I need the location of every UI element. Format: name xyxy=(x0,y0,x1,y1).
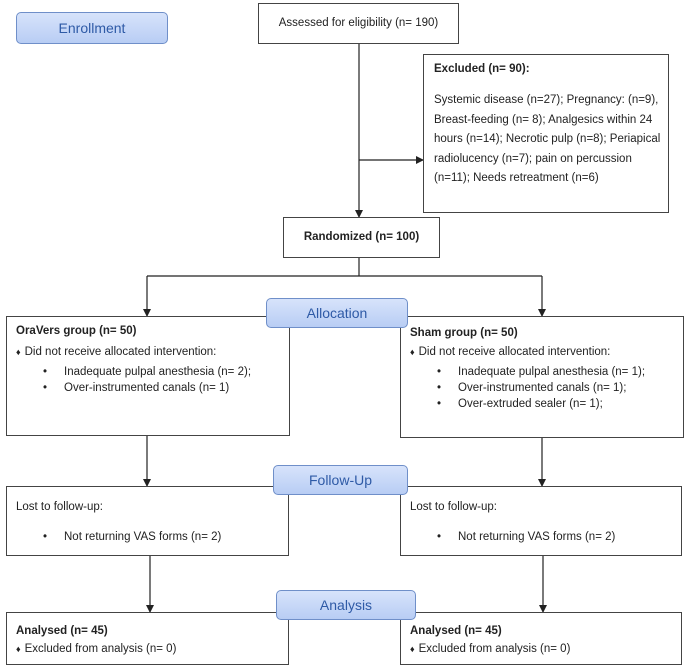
analysis-right-box: Analysed (n= 45) ♦Excluded from analysis… xyxy=(400,612,682,665)
stage-analysis: Analysis xyxy=(276,590,416,620)
followup-left-list: Not returning VAS forms (n= 2) xyxy=(16,529,221,545)
followup-left-box: Lost to follow-up: Not returning VAS for… xyxy=(6,486,289,556)
analysis-left-box: Analysed (n= 45) ♦Excluded from analysis… xyxy=(6,612,289,665)
assessed-box: Assessed for eligibility (n= 190) xyxy=(258,3,459,44)
analysis-left-excluded: Excluded from analysis (n= 0) xyxy=(24,643,177,655)
analysis-right-excluded: Excluded from analysis (n= 0) xyxy=(418,643,571,655)
excluded-title: Excluded (n= 90): xyxy=(434,63,530,75)
stage-followup: Follow-Up xyxy=(273,465,408,495)
list-item: Over-instrumented canals (n= 1); xyxy=(410,380,645,396)
oravers-reasons-list: Inadequate pulpal anesthesia (n= 2); Ove… xyxy=(16,364,251,396)
oravers-group-box: OraVers group (n= 50) ♦Did not receive a… xyxy=(6,316,290,436)
stage-enrollment: Enrollment xyxy=(16,12,168,44)
followup-right-list: Not returning VAS forms (n= 2) xyxy=(410,529,615,545)
randomized-text: Randomized (n= 100) xyxy=(303,230,420,243)
list-item: Not returning VAS forms (n= 2) xyxy=(16,529,221,545)
excluded-body: Systemic disease (n=27); Pregnancy: (n=9… xyxy=(434,94,661,184)
analysis-left-title: Analysed (n= 45) xyxy=(16,625,108,637)
sham-subtitle-row: ♦Did not receive allocated intervention: xyxy=(410,346,610,358)
sham-reasons-list: Inadequate pulpal anesthesia (n= 1); Ove… xyxy=(410,364,645,412)
followup-right-box: Lost to follow-up: Not returning VAS for… xyxy=(400,486,682,556)
analysis-right-excluded-row: ♦Excluded from analysis (n= 0) xyxy=(410,643,570,655)
oravers-subtitle-row: ♦Did not receive allocated intervention: xyxy=(16,346,216,358)
sham-subtitle: Did not receive allocated intervention: xyxy=(418,346,611,358)
list-item: Over-instrumented canals (n= 1) xyxy=(16,380,251,396)
randomized-box: Randomized (n= 100) xyxy=(283,217,440,258)
excluded-box: Excluded (n= 90): Systemic disease (n=27… xyxy=(423,54,669,213)
analysis-left-excluded-row: ♦Excluded from analysis (n= 0) xyxy=(16,643,176,655)
analysis-right-title: Analysed (n= 45) xyxy=(410,625,502,637)
diamond-bullet-icon: ♦ xyxy=(16,644,21,654)
followup-left-title: Lost to follow-up: xyxy=(16,501,103,513)
list-item: Not returning VAS forms (n= 2) xyxy=(410,529,615,545)
list-item: Inadequate pulpal anesthesia (n= 1); xyxy=(410,364,645,380)
sham-group-box: Sham group (n= 50) ♦Did not receive allo… xyxy=(400,316,684,438)
diamond-bullet-icon: ♦ xyxy=(410,347,415,357)
diamond-bullet-icon: ♦ xyxy=(16,347,21,357)
oravers-subtitle: Did not receive allocated intervention: xyxy=(24,346,217,358)
list-item: Over-extruded sealer (n= 1); xyxy=(410,396,645,412)
assessed-text: Assessed for eligibility (n= 190) xyxy=(278,16,439,29)
list-item: Inadequate pulpal anesthesia (n= 2); xyxy=(16,364,251,380)
followup-right-title: Lost to follow-up: xyxy=(410,501,497,513)
stage-allocation: Allocation xyxy=(266,298,408,328)
oravers-title: OraVers group (n= 50) xyxy=(16,325,137,337)
sham-title: Sham group (n= 50) xyxy=(410,327,518,339)
diamond-bullet-icon: ♦ xyxy=(410,644,415,654)
